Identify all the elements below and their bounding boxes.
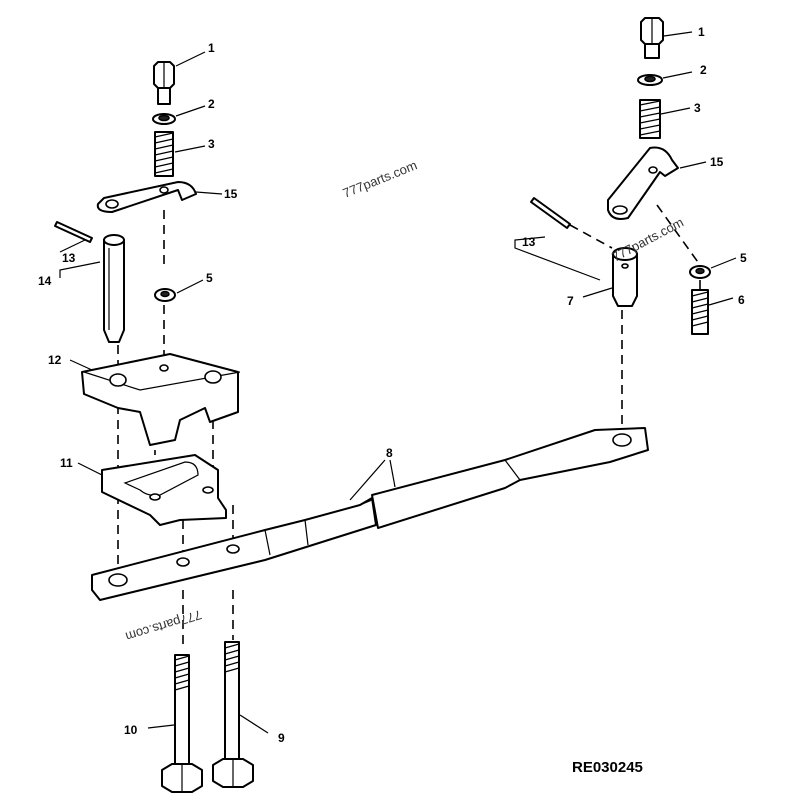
reference-code: RE030245 — [572, 759, 643, 776]
callout-bottom-9: 9 — [278, 731, 285, 745]
left-lock-washer — [154, 288, 176, 302]
drawbar — [91, 427, 649, 601]
right-set-screw — [691, 289, 709, 335]
callout-left-13: 13 — [62, 251, 76, 265]
callout-left-3: 3 — [208, 137, 215, 151]
callout-right-5: 5 — [740, 251, 747, 265]
right-bracket — [607, 146, 679, 220]
right-lock-washer — [689, 265, 711, 279]
bolt-9 — [212, 641, 254, 788]
callout-right-6: 6 — [738, 293, 745, 307]
callout-left-15: 15 — [224, 187, 238, 201]
left-cap-screw — [153, 61, 175, 105]
watermark-top: 777parts.com — [341, 157, 420, 200]
left-washer — [152, 113, 176, 125]
callout-right-13: 13 — [522, 235, 536, 249]
callout-left-5: 5 — [206, 271, 213, 285]
callout-right-1: 1 — [698, 25, 705, 39]
callout-right-3: 3 — [694, 101, 701, 115]
right-spring — [639, 99, 661, 139]
right-washer — [637, 74, 663, 86]
left-bracket — [96, 181, 197, 213]
callout-left-12: 12 — [48, 353, 62, 367]
left-spring — [154, 131, 174, 177]
watermark-right: 777parts.com — [609, 214, 686, 264]
leader-lines — [59, 31, 737, 734]
callout-bottom-10: 10 — [124, 723, 138, 737]
callout-left-14: 14 — [38, 274, 52, 288]
left-roll-pin — [54, 221, 93, 243]
right-roll-pin — [530, 197, 571, 229]
slotted-plate — [101, 454, 227, 526]
mounting-block — [81, 353, 241, 446]
right-pin — [612, 247, 638, 307]
callout-right-15: 15 — [710, 155, 724, 169]
watermark-mirrored: 777parts.com — [124, 607, 204, 644]
callout-left-11: 11 — [60, 456, 73, 470]
bolt-10 — [161, 654, 203, 793]
callout-center-8: 8 — [386, 446, 393, 460]
callout-left-2: 2 — [208, 97, 215, 111]
right-cap-screw — [640, 17, 664, 59]
callout-left-1: 1 — [208, 41, 215, 55]
callout-right-7: 7 — [567, 294, 574, 308]
callout-labels: 1 2 3 15 13 14 5 12 11 8 10 9 1 2 3 15 1… — [38, 25, 747, 745]
left-pin — [103, 234, 125, 343]
callout-right-2: 2 — [700, 63, 707, 77]
